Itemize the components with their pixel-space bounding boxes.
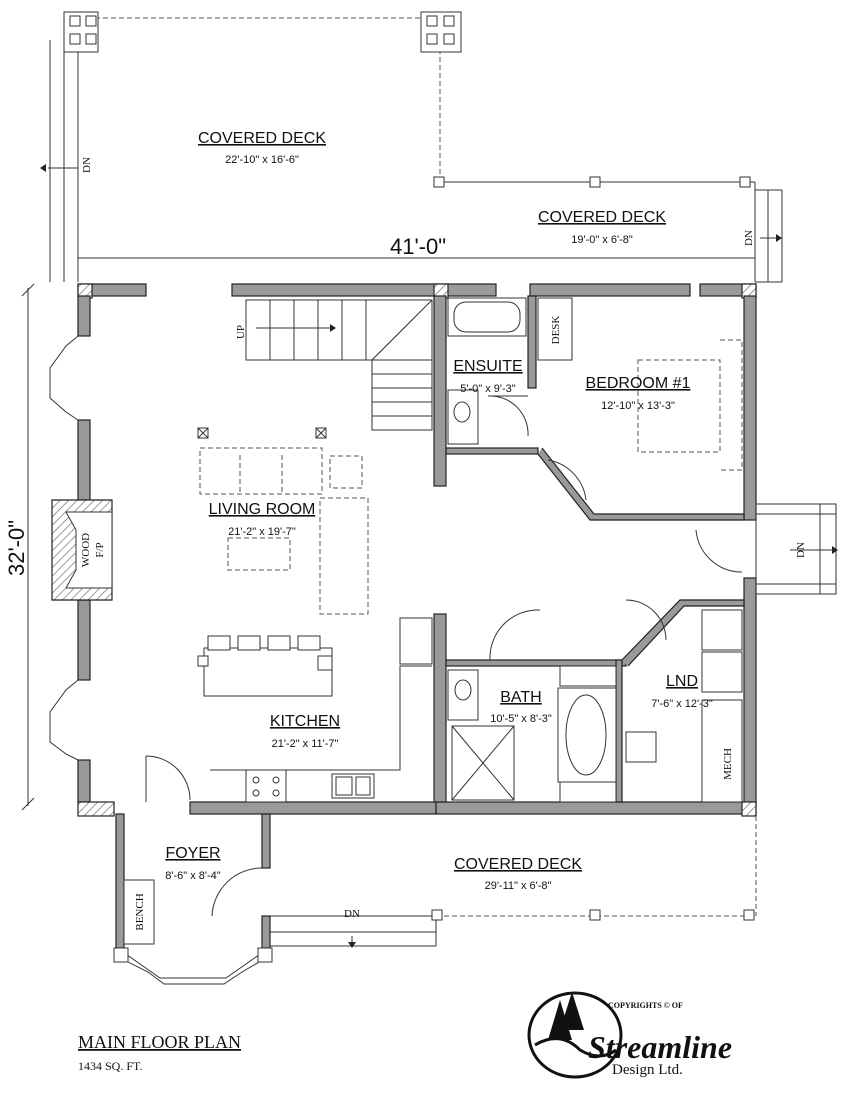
- foyer-structure: [113, 755, 273, 985]
- logo-sub: Design Ltd.: [612, 1062, 683, 1078]
- bath-fixtures: [447, 609, 617, 803]
- logo-copyright: COPYRIGHTS © OF: [608, 1001, 683, 1010]
- width-dimension: 41'-0": [390, 234, 446, 259]
- dimension-lines: [21, 257, 755, 811]
- streamline-logo: COPYRIGHTS © OF Streamline Design Ltd.: [527, 991, 732, 1079]
- desk-label: DESK: [550, 316, 562, 345]
- bedroom1-name: BEDROOM #1: [586, 375, 691, 392]
- covered-deck-top-right-size: 19'-0" x 6'-8": [571, 234, 633, 246]
- dn-label-bottom: DN: [344, 908, 360, 920]
- bath-size: 10'-5" x 8'-3": [490, 713, 552, 725]
- side-stairs-right: [755, 503, 838, 595]
- bedroom-fixtures: [547, 339, 743, 573]
- covered-deck-bottom-size: 29'-11" x 6'-8": [485, 880, 552, 892]
- kitchen-size: 21'-2" x 11'-7": [272, 738, 339, 750]
- ensuite-fixtures: [447, 297, 573, 445]
- living-room-name: LIVING ROOM: [209, 501, 316, 518]
- plan-title: MAIN FLOOR PLAN: [78, 1032, 241, 1052]
- dn-label-right-stairs: DN: [795, 542, 807, 558]
- kitchen-name: KITCHEN: [270, 713, 340, 730]
- covered-deck-bottom-outline: [270, 816, 757, 948]
- mech-label: MECH: [722, 748, 734, 780]
- interior-walls: [433, 295, 745, 803]
- covered-deck-top-left-size: 22'-10" x 16'-6": [225, 154, 299, 166]
- foyer-name: FOYER: [165, 845, 220, 862]
- lnd-size: 7'-6" x 12'-3": [651, 698, 713, 710]
- ensuite-name: ENSUITE: [453, 358, 522, 375]
- bay-window-left: [49, 335, 79, 761]
- living-room-furniture: [197, 427, 369, 615]
- bath-name: BATH: [500, 689, 541, 706]
- stairs-up-label: UP: [235, 325, 247, 339]
- laundry-fixtures: [625, 599, 743, 803]
- fp-label: F/P: [94, 542, 106, 557]
- covered-deck-top-right-outline: [433, 176, 783, 283]
- exterior-walls: [51, 283, 757, 817]
- logo-brand: Streamline: [588, 1029, 732, 1065]
- covered-deck-top-left-name: COVERED DECK: [198, 130, 326, 147]
- covered-deck-bottom-name: COVERED DECK: [454, 856, 582, 873]
- staircase: [245, 299, 433, 431]
- dn-label-top-right: DN: [743, 230, 755, 246]
- wood-label: WOOD: [80, 533, 92, 567]
- lnd-name: LND: [666, 673, 698, 690]
- plan-area: 1434 SQ. FT.: [78, 1059, 142, 1073]
- bench-label: BENCH: [134, 893, 146, 930]
- foyer-size: 8'-6" x 8'-4": [165, 870, 221, 882]
- dn-label-top-left: DN: [81, 157, 93, 173]
- covered-deck-top-right-name: COVERED DECK: [538, 209, 666, 226]
- living-room-size: 21'-2" x 19'-7": [228, 526, 296, 538]
- depth-dimension: 32'-0": [4, 520, 29, 576]
- bedroom1-size: 12'-10" x 13'-3": [601, 400, 675, 412]
- ensuite-size: 5'-0" x 9'-3": [460, 383, 516, 395]
- kitchen-fixtures: [197, 617, 433, 803]
